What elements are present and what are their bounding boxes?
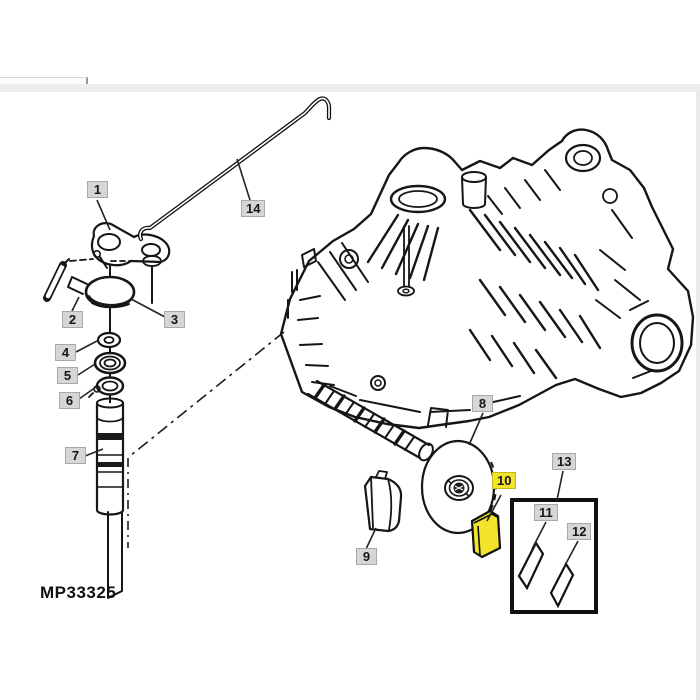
control-rod-part-14: [138, 96, 332, 242]
callout-6[interactable]: 6: [59, 392, 80, 409]
callout-3[interactable]: 3: [164, 311, 185, 328]
callout-2[interactable]: 2: [62, 311, 83, 328]
gasket-part-11: [517, 540, 545, 591]
alignment-centerlines: [127, 331, 285, 548]
gasket-part-12: [549, 561, 575, 609]
figure-code: MP33325: [40, 583, 117, 602]
page-right-edge: [696, 92, 700, 700]
callout-1[interactable]: 1: [87, 181, 108, 198]
callout-leader-lines: [71, 158, 579, 570]
kit-box-part-13: [510, 498, 598, 614]
callout-9[interactable]: 9: [356, 548, 377, 565]
callout-7[interactable]: 7: [65, 447, 86, 464]
wedge-part-9: [363, 470, 403, 533]
callout-14[interactable]: 14: [241, 200, 266, 217]
transaxle-housing-drawing: [279, 128, 695, 430]
callout-5[interactable]: 5: [57, 367, 78, 384]
callout-11[interactable]: 11: [534, 504, 558, 521]
callout-13[interactable]: 13: [552, 453, 577, 470]
callout-10-highlighted[interactable]: 10: [492, 472, 517, 489]
callout-12[interactable]: 12: [567, 523, 592, 540]
callout-8[interactable]: 8: [472, 395, 493, 412]
splined-shaft-drawing: [306, 379, 434, 462]
callout-4[interactable]: 4: [55, 344, 76, 361]
part-10-highlighted[interactable]: [470, 509, 502, 559]
dipstick-assembly-drawing: [43, 222, 171, 599]
toolbar-divider-strip: [0, 84, 700, 92]
